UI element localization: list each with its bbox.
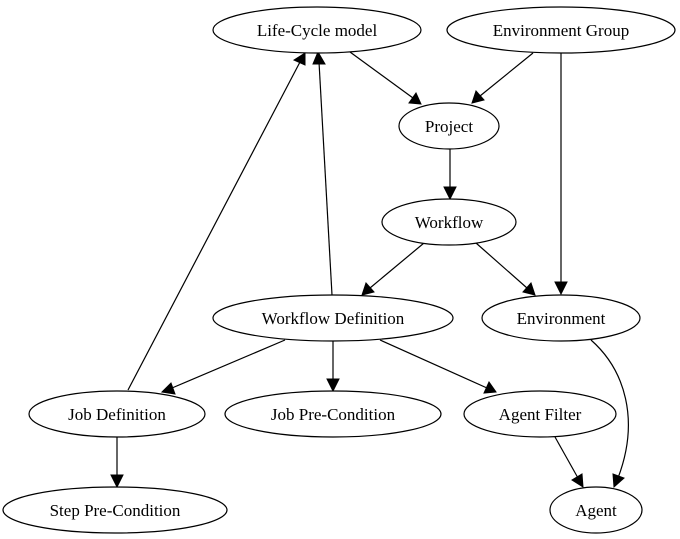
node-lifecycle-model[interactable]: Life-Cycle model <box>212 6 422 54</box>
node-environment[interactable]: Environment <box>481 294 641 342</box>
edge-wfdef-jobpre <box>326 341 340 393</box>
edge-lifecycle-project <box>349 51 422 105</box>
edge-jobdef-steppre <box>110 437 124 489</box>
edge-workflow-wfdef <box>361 242 425 296</box>
edges <box>110 50 629 489</box>
edge-wfdef-agentfilter <box>379 339 497 394</box>
node-label: Workflow Definition <box>262 309 405 328</box>
node-label: Agent <box>575 501 617 520</box>
node-label: Project <box>425 117 473 136</box>
node-label: Workflow <box>415 213 484 232</box>
node-job-pre-condition[interactable]: Job Pre-Condition <box>224 390 442 438</box>
edge-environment-agent <box>590 339 629 489</box>
node-workflow[interactable]: Workflow <box>381 198 517 246</box>
node-label: Environment <box>517 309 606 328</box>
node-label: Step Pre-Condition <box>50 501 181 520</box>
edge-envgroup-environment <box>554 53 568 296</box>
edge-project-workflow <box>443 148 457 201</box>
nodes: Life-Cycle model Environment Group Proje… <box>2 6 676 534</box>
edge-wfdef-jobdef <box>160 339 286 395</box>
node-label: Job Definition <box>68 405 166 424</box>
node-label: Environment Group <box>493 21 629 40</box>
edge-jobdef-lifecycle <box>127 52 306 391</box>
node-workflow-definition[interactable]: Workflow Definition <box>212 294 454 342</box>
node-label: Job Pre-Condition <box>271 405 396 424</box>
edge-agentfilter-agent <box>554 436 584 488</box>
node-project[interactable]: Project <box>398 102 500 150</box>
node-label: Agent Filter <box>499 405 582 424</box>
node-environment-group[interactable]: Environment Group <box>446 6 676 54</box>
node-agent-filter[interactable]: Agent Filter <box>463 390 617 438</box>
node-step-pre-condition[interactable]: Step Pre-Condition <box>2 486 228 534</box>
node-label: Life-Cycle model <box>257 21 378 40</box>
edge-wfdef-lifecycle <box>312 50 333 296</box>
edge-workflow-environment <box>475 242 536 296</box>
node-agent[interactable]: Agent <box>549 486 643 534</box>
node-job-definition[interactable]: Job Definition <box>28 390 206 438</box>
edge-envgroup-project <box>471 52 534 104</box>
